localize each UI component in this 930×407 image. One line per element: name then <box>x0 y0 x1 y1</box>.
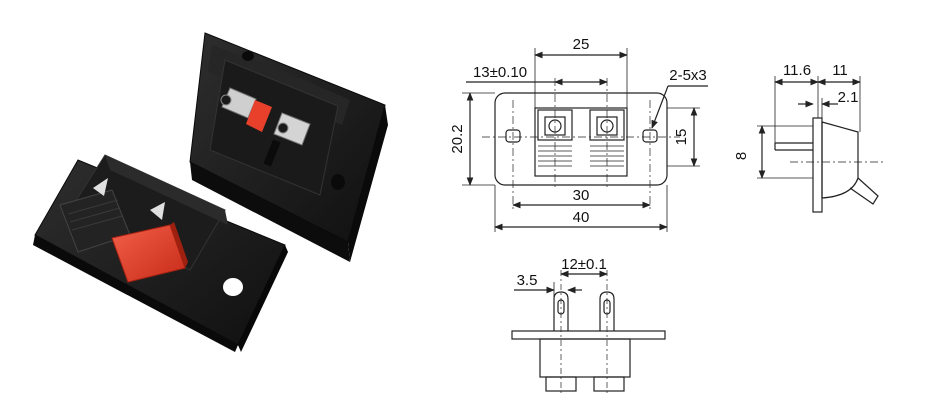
dim-depth-1: 11.6 <box>783 62 811 79</box>
photo-rear-view <box>189 32 388 262</box>
bottom-flange <box>511 330 666 340</box>
dim-pin-spacing: 12±0.1 <box>561 256 607 273</box>
dim-mount-slot: 2-5x3 <box>669 67 707 84</box>
side-body <box>821 121 859 199</box>
mount-slot-left <box>505 129 521 143</box>
bottom-foot-right <box>593 376 625 392</box>
dim-depth-2: 11 <box>832 62 848 79</box>
side-flange <box>812 117 823 213</box>
bottom-pin-left <box>553 291 569 331</box>
side-clip <box>849 177 879 205</box>
bottom-technical-drawing <box>511 270 666 395</box>
dim-terminal-pitch: 13±0.10 <box>473 64 527 81</box>
front-outline <box>494 92 668 186</box>
mount-slot-right <box>642 129 658 143</box>
side-dimension-labels: 11.6 11 2.1 8 <box>733 62 858 160</box>
dim-width-total: 40 <box>573 209 590 226</box>
dim-height: 20.2 <box>449 124 466 153</box>
bottom-dimension-labels: 12±0.1 3.5 <box>517 256 607 289</box>
bottom-pin-right <box>599 291 615 331</box>
dim-flange: 2.1 <box>838 89 859 106</box>
bottom-body <box>539 338 631 378</box>
side-technical-drawing <box>757 76 885 213</box>
dim-hole-spacing: 30 <box>573 187 590 204</box>
dim-terminal-span: 25 <box>573 36 590 53</box>
front-dimension-labels: 25 13±0.10 2-5x3 30 40 20.2 15 <box>449 36 707 226</box>
dim-inner-height: 15 <box>673 129 690 146</box>
photo-front-view <box>33 154 288 352</box>
dim-pin-width: 3.5 <box>517 272 538 289</box>
front-technical-drawing <box>462 48 708 232</box>
terminal-block <box>534 107 628 177</box>
dim-pin-offset: 8 <box>733 152 750 160</box>
